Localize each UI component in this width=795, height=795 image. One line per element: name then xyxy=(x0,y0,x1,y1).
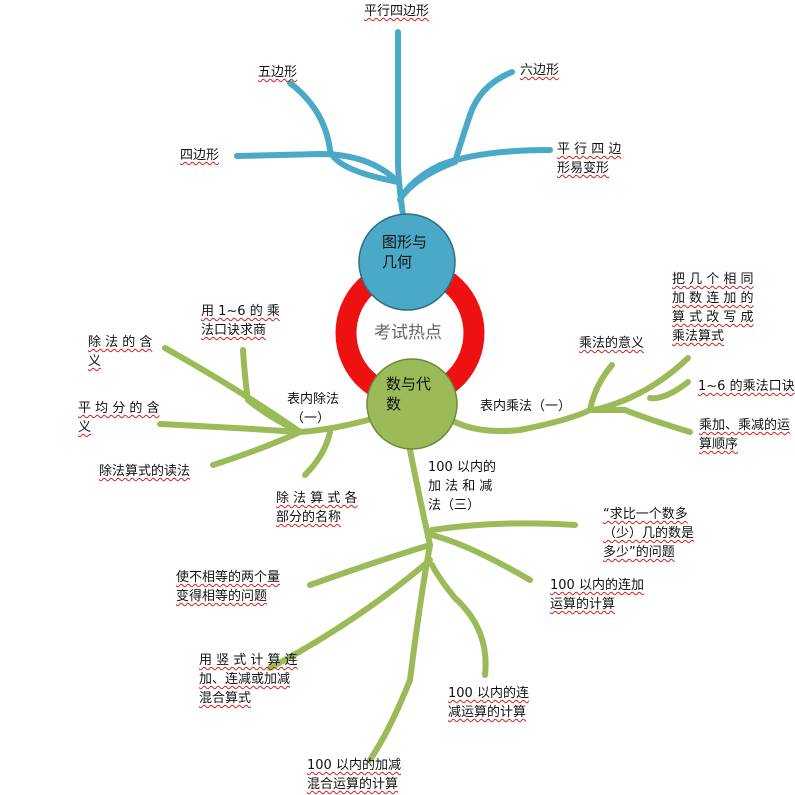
topic-quadrilateral: 四边形 xyxy=(180,148,220,163)
branch-mult-main xyxy=(452,407,593,434)
topic-times-table: 1~6 的乘法口诀 xyxy=(698,379,795,394)
topic-more-less: “求比一个数多 （少）几的数是 多少”的问题 xyxy=(603,507,695,560)
branch-title-multiplication: 表内乘法（一） xyxy=(480,399,572,414)
branch-continuous-add xyxy=(429,532,533,583)
branch-title-division: 表内除法 （一） xyxy=(287,392,340,426)
branch-reading-division xyxy=(210,429,303,468)
branch-quadrilateral xyxy=(234,150,401,185)
branch-addsub-trunk xyxy=(367,447,434,763)
branch-vertical-calc xyxy=(267,557,433,671)
topic-mixed-add-sub: 100 以内的加减 混合运算的计算 xyxy=(307,758,401,792)
geometry-node xyxy=(358,213,456,311)
topic-division-parts: 除 法 算 式 各 部分的名称 xyxy=(276,491,358,525)
topic-continuous-sub: 100 以内的连 减运算的计算 xyxy=(448,686,529,720)
algebra-node xyxy=(366,358,458,450)
branch-division-parts xyxy=(302,429,333,478)
topic-mixed-order: 乘加、乘减的运 算顺序 xyxy=(699,418,791,452)
branch-rewrite xyxy=(587,355,691,413)
topic-mult-meaning: 乘法的意义 xyxy=(579,336,645,351)
branch-pentagon xyxy=(287,80,401,185)
center-label: 考试热点 xyxy=(374,323,442,343)
topic-pentagon: 五边形 xyxy=(258,65,298,80)
branch-geometry-trunk xyxy=(395,29,406,218)
branch-division-main xyxy=(297,417,371,435)
topic-average-meaning: 平 均 分 的 含 义 xyxy=(78,401,160,435)
branch-more-less xyxy=(429,520,578,533)
branch-title-addsub: 100 以内的 加 法 和 减 法（三） xyxy=(428,460,496,513)
topic-division-meaning: 除 法 的 含 义 xyxy=(88,335,153,369)
branch-times-table xyxy=(647,379,691,402)
topic-continuous-add: 100 以内的连加 运算的计算 xyxy=(550,578,644,612)
branch-average xyxy=(157,421,303,435)
topic-hexagon: 六边形 xyxy=(520,63,560,78)
branch-continuous-sub xyxy=(429,562,489,678)
topic-parallelogram: 平行四边形 xyxy=(364,4,430,19)
topic-rewrite-addition: 把 几 个 相 同 加 数 连 加 的 算 式 改 写 成 乘法算式 xyxy=(672,272,754,344)
branch-equalize xyxy=(307,542,433,588)
branch-table-division xyxy=(240,347,303,435)
topic-table-division: 用 1~6 的 乘 法口诀求商 xyxy=(201,304,280,338)
topic-vertical-calc: 用 竖 式 计 算 连 加、连减或加减 混合算式 xyxy=(199,653,298,706)
topic-reading-division: 除法算式的读法 xyxy=(99,464,191,479)
branch-parallelogram-deform xyxy=(397,147,553,203)
topic-parallelogram-deform: 平 行 四 边 形易变形 xyxy=(557,142,622,176)
branch-mult-meaning xyxy=(587,362,615,413)
algebra-node-label: 数与代 数 xyxy=(386,375,432,413)
geometry-node-label: 图形与 几何 xyxy=(382,233,428,271)
topic-equalize: 使不相等的两个量 变得相等的问题 xyxy=(176,570,281,604)
branch-mixed-order xyxy=(587,407,693,435)
